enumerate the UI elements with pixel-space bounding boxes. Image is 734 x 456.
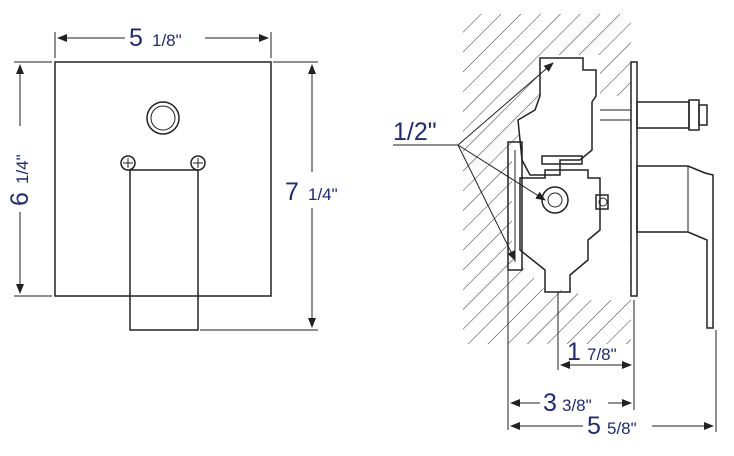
width-dimension-fraction: 1/8" xyxy=(152,31,182,50)
depth-1-fraction: 7/8" xyxy=(587,345,617,364)
side-trim-plate xyxy=(630,61,638,297)
trim-plate xyxy=(54,61,272,297)
screw-right-icon xyxy=(190,155,206,171)
width-dimension-whole: 5 xyxy=(129,24,143,52)
diverter-stem xyxy=(636,101,690,129)
handle-lever-side xyxy=(636,165,714,329)
side-view: 1/2" 1 7/8" 3 3/8" 5 5/8" xyxy=(393,14,717,440)
valve-body xyxy=(517,57,597,176)
diverter-knob-inner xyxy=(150,105,176,131)
diverter-knob xyxy=(146,101,180,135)
height-dimension-whole: 6 xyxy=(6,192,34,206)
height-dimension-fraction: 1/4" xyxy=(13,154,32,184)
overall-height-whole: 7 xyxy=(285,178,299,206)
depth-3-whole: 5 xyxy=(587,412,601,440)
depth-2-fraction: 3/8" xyxy=(562,396,592,415)
front-view: 5 1/8" 6 1/4" 7 1/4" xyxy=(6,24,338,331)
depth-1-whole: 1 xyxy=(567,338,581,366)
pipe-size-label: 1/2" xyxy=(393,118,437,146)
depth-3-fraction: 5/8" xyxy=(607,419,637,438)
overall-height-fraction: 1/4" xyxy=(308,185,338,204)
handle-lever xyxy=(129,169,199,331)
depth-2-whole: 3 xyxy=(543,389,557,417)
screw-left-icon xyxy=(120,155,136,171)
valve-cavity xyxy=(512,55,630,300)
